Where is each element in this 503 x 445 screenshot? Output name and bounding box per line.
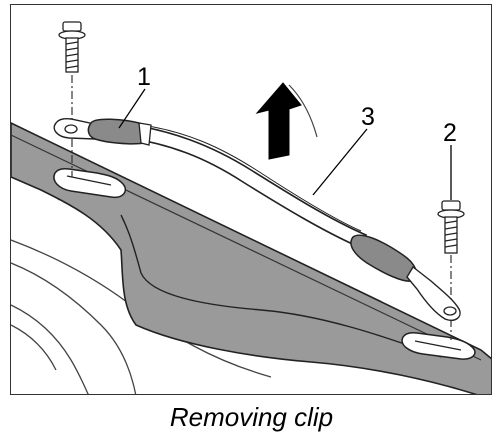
trim-panel <box>11 122 491 394</box>
screw-right <box>437 200 465 254</box>
callout-2: 2 <box>443 119 457 147</box>
leader-lines <box>118 88 452 200</box>
clip-sleeve-right <box>350 234 418 282</box>
callout-1: 1 <box>137 63 151 91</box>
trim-panel-contour <box>120 214 442 358</box>
illustration-canvas: 1 3 2 <box>11 21 491 394</box>
right-mounting-slot <box>401 332 476 360</box>
technical-illustration: 1 3 2 <box>10 4 492 395</box>
callout-3: 3 <box>361 103 375 131</box>
figure-caption: Removing clip <box>169 402 334 432</box>
removal-arrow <box>255 82 318 160</box>
screw-left <box>58 21 86 73</box>
strap <box>53 118 461 321</box>
